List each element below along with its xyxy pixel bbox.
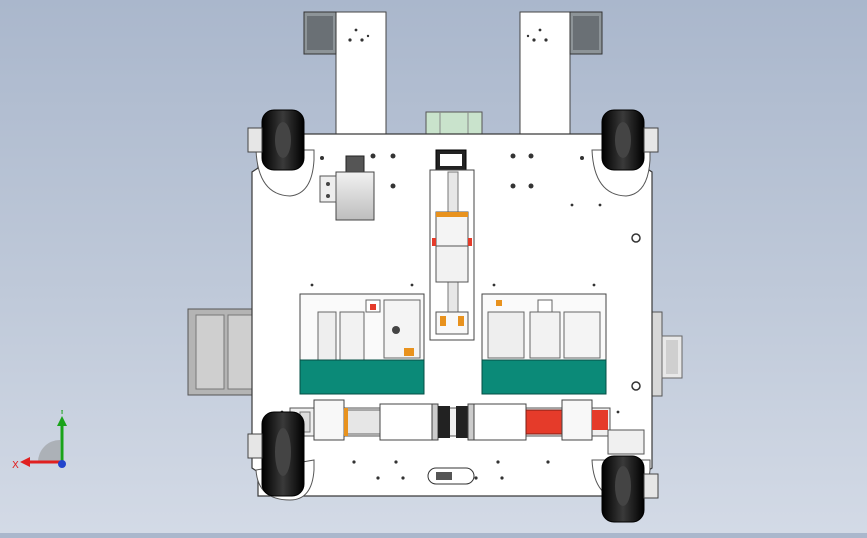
x-axis-label: X [12,460,19,471]
mounting-holes [280,153,641,480]
linear-actuator [429,149,475,341]
right-side-mount [649,311,683,397]
y-axis-label: Y [58,410,66,417]
left-drive-module [299,293,425,395]
wheel-rear-left [247,411,315,501]
wheel-front-left [247,109,315,197]
wheel-rear-right [591,429,659,523]
wheel-front-right [591,109,659,197]
front-arm-left [303,11,387,135]
front-arm-right [519,11,603,135]
stepper-motor [319,155,375,221]
bottom-slot [427,467,475,485]
orientation-triad: Y X [12,410,67,471]
left-side-mount [187,308,255,396]
top-mount [425,111,483,135]
bottom-drivetrain [289,399,611,441]
right-drive-module [481,293,607,395]
